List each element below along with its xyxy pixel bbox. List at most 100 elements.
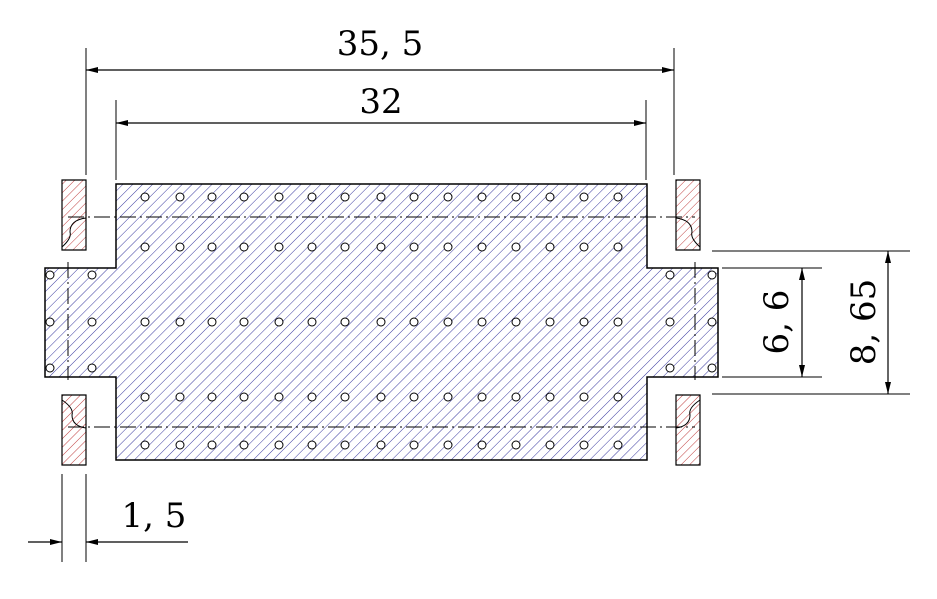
hole bbox=[477, 192, 487, 202]
dim-label-overall-width: 35, 5 bbox=[337, 24, 424, 64]
hole bbox=[443, 317, 453, 327]
hole bbox=[545, 317, 555, 327]
hole bbox=[87, 317, 97, 327]
hole bbox=[87, 363, 97, 373]
hole bbox=[511, 242, 521, 252]
hole bbox=[409, 440, 419, 450]
hole bbox=[175, 392, 185, 402]
hole bbox=[477, 317, 487, 327]
hole bbox=[579, 192, 589, 202]
hole bbox=[340, 242, 350, 252]
hole bbox=[707, 363, 717, 373]
hole bbox=[239, 242, 249, 252]
hole-pattern bbox=[45, 192, 717, 450]
hole bbox=[45, 363, 55, 373]
dim-label-body-width: 32 bbox=[359, 82, 402, 122]
hole bbox=[207, 440, 217, 450]
hole bbox=[511, 192, 521, 202]
hole bbox=[140, 242, 150, 252]
hole bbox=[207, 242, 217, 252]
hole bbox=[477, 440, 487, 450]
hole bbox=[175, 192, 185, 202]
side-part-bottom-left bbox=[61, 394, 87, 466]
hole bbox=[545, 242, 555, 252]
hole bbox=[613, 440, 623, 450]
hole bbox=[613, 192, 623, 202]
side-part-top-left bbox=[61, 179, 87, 251]
hole bbox=[175, 317, 185, 327]
hole bbox=[274, 440, 284, 450]
hole bbox=[207, 192, 217, 202]
hole bbox=[613, 242, 623, 252]
hole bbox=[239, 440, 249, 450]
hole bbox=[665, 363, 675, 373]
hole bbox=[274, 192, 284, 202]
dimension-lines bbox=[28, 67, 891, 545]
hole bbox=[511, 317, 521, 327]
hole bbox=[45, 317, 55, 327]
hole bbox=[340, 440, 350, 450]
hole bbox=[579, 242, 589, 252]
hole bbox=[613, 392, 623, 402]
hole bbox=[376, 242, 386, 252]
hole bbox=[307, 192, 317, 202]
hole bbox=[307, 317, 317, 327]
hole bbox=[579, 392, 589, 402]
hole bbox=[140, 440, 150, 450]
side-part-top-right bbox=[675, 179, 701, 251]
hole bbox=[443, 192, 453, 202]
hole bbox=[340, 192, 350, 202]
dim-label-side-gap: 1, 5 bbox=[122, 496, 187, 536]
hole bbox=[239, 317, 249, 327]
hole bbox=[376, 317, 386, 327]
hole bbox=[443, 440, 453, 450]
hole bbox=[140, 392, 150, 402]
hole bbox=[274, 242, 284, 252]
hole bbox=[409, 392, 419, 402]
side-parts bbox=[61, 179, 701, 466]
hole bbox=[376, 392, 386, 402]
hole bbox=[613, 317, 623, 327]
hole bbox=[511, 392, 521, 402]
hole bbox=[207, 392, 217, 402]
hole bbox=[307, 392, 317, 402]
extension-lines bbox=[61, 48, 910, 562]
hole bbox=[545, 192, 555, 202]
hole bbox=[239, 192, 249, 202]
hole bbox=[477, 392, 487, 402]
hole bbox=[443, 392, 453, 402]
hole bbox=[443, 242, 453, 252]
hole bbox=[87, 270, 97, 280]
hole bbox=[307, 242, 317, 252]
hole bbox=[175, 440, 185, 450]
center-lines bbox=[67, 216, 696, 428]
hole bbox=[340, 392, 350, 402]
hole bbox=[45, 270, 55, 280]
hole bbox=[140, 317, 150, 327]
hole bbox=[376, 192, 386, 202]
hole bbox=[665, 270, 675, 280]
hole bbox=[274, 392, 284, 402]
hole bbox=[340, 317, 350, 327]
hole bbox=[409, 242, 419, 252]
hole bbox=[140, 192, 150, 202]
hole bbox=[239, 392, 249, 402]
hole bbox=[477, 242, 487, 252]
hole bbox=[545, 440, 555, 450]
hole bbox=[376, 440, 386, 450]
hole bbox=[665, 317, 675, 327]
hole bbox=[579, 317, 589, 327]
hole bbox=[707, 317, 717, 327]
hole bbox=[175, 242, 185, 252]
hole bbox=[545, 392, 555, 402]
side-part-bottom-right bbox=[675, 394, 701, 466]
dim-label-inner-height: 6, 6 bbox=[757, 290, 797, 355]
hole bbox=[274, 317, 284, 327]
dim-label-outer-height: 8, 65 bbox=[844, 279, 884, 366]
hole bbox=[307, 440, 317, 450]
hole bbox=[409, 192, 419, 202]
hole bbox=[207, 317, 217, 327]
hole bbox=[707, 270, 717, 280]
